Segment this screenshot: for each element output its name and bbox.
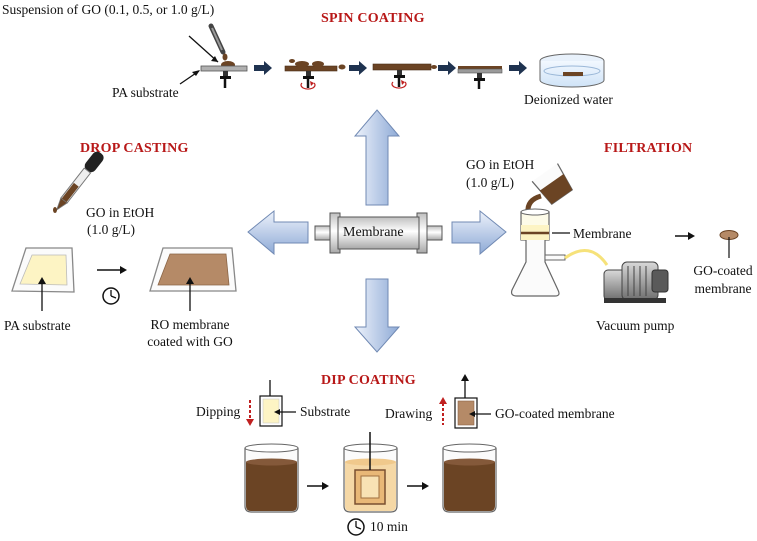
- arrow-up-to-spin: [353, 109, 401, 206]
- dip-coating-diagram: [244, 374, 497, 536]
- membrane-module: [314, 212, 443, 254]
- drop-go-label-line1: GO in EtOH: [86, 205, 155, 220]
- go-coated-membrane-dip-label: GO-coated membrane: [495, 406, 615, 421]
- drop-pa-substrate-label: PA substrate: [4, 318, 71, 333]
- dipping-label: Dipping: [196, 404, 241, 419]
- deionized-water-label: Deionized water: [524, 92, 613, 107]
- drop-casting-diagram: [11, 151, 237, 311]
- ro-membrane-label-line2: coated with GO: [147, 334, 233, 349]
- filtration-diagram: [510, 163, 739, 303]
- spin-pa-substrate-label: PA substrate: [112, 85, 179, 100]
- arrow-left-to-drop: [247, 209, 309, 256]
- drop-casting-title: DROP CASTING: [80, 141, 189, 156]
- drawing-label: Drawing: [385, 406, 433, 421]
- filtration-go-label-line2: (1.0 g/L): [466, 175, 514, 190]
- substrate-label: Substrate: [300, 404, 351, 419]
- ten-min-label: 10 min: [370, 519, 408, 534]
- ro-membrane-label-line1: RO membrane: [150, 317, 230, 332]
- go-coated-membrane-label-line2: membrane: [694, 281, 752, 296]
- spin-coating-diagram: [179, 23, 605, 90]
- arrow-down-to-dip: [353, 278, 401, 353]
- drop-go-label-line2: (1.0 g/L): [87, 222, 135, 237]
- spin-coating-title: SPIN COATING: [321, 11, 425, 26]
- go-suspension-label: Suspension of GO (0.1, 0.5, or 1.0 g/L): [2, 2, 215, 17]
- vacuum-pump-label: Vacuum pump: [596, 318, 675, 333]
- filtration-membrane-label: Membrane: [573, 226, 632, 241]
- dip-coating-title: DIP COATING: [321, 373, 416, 388]
- filtration-go-label-line1: GO in EtOH: [466, 157, 535, 172]
- filtration-title: FILTRATION: [604, 141, 693, 156]
- arrow-right-to-filtration: [451, 209, 507, 256]
- go-coated-membrane-label-line1: GO-coated: [693, 263, 753, 278]
- center-membrane-label: Membrane: [343, 225, 404, 240]
